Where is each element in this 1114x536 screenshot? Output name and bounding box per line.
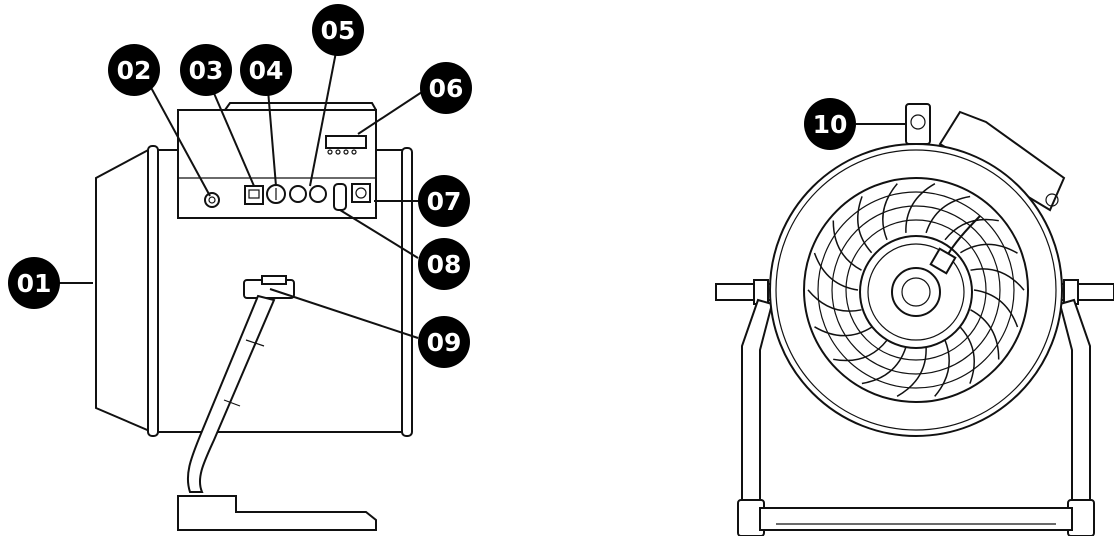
grill-ring-wire bbox=[845, 219, 987, 361]
leader-05 bbox=[309, 51, 337, 187]
bracket-hole bbox=[910, 114, 926, 130]
stand-base bbox=[177, 495, 377, 531]
leader-02 bbox=[147, 81, 211, 197]
grill-blade bbox=[925, 195, 971, 234]
front-control-box bbox=[938, 110, 1066, 212]
grill-blade bbox=[814, 326, 872, 337]
connector-07 bbox=[351, 183, 371, 203]
callout-01-label: 01 bbox=[17, 269, 52, 298]
callout-03: 03 bbox=[180, 44, 232, 96]
yoke-leg-left bbox=[741, 298, 774, 501]
leader-03 bbox=[209, 83, 255, 187]
callout-02: 02 bbox=[108, 44, 160, 96]
callout-09: 09 bbox=[418, 316, 470, 368]
arm-joints bbox=[223, 339, 265, 407]
callout-08-label: 08 bbox=[427, 250, 462, 279]
fan-rear-rim bbox=[401, 147, 413, 437]
display-panel bbox=[325, 135, 367, 149]
callout-06-label: 06 bbox=[429, 74, 464, 103]
grill-blade bbox=[970, 268, 1025, 291]
grill-blade bbox=[934, 339, 950, 397]
callout-10: 10 bbox=[804, 98, 856, 150]
fan-front-rim bbox=[147, 145, 159, 437]
grill-blade bbox=[960, 243, 1018, 254]
outer-ring-inner bbox=[775, 149, 1057, 431]
callout-03-label: 03 bbox=[189, 56, 224, 85]
fan-side-view bbox=[95, 102, 413, 531]
grill-blade bbox=[813, 252, 859, 291]
leader-08 bbox=[339, 209, 419, 259]
fan-grill bbox=[807, 183, 1025, 397]
grill-ring-wire bbox=[831, 205, 1001, 375]
callout-05-label: 05 bbox=[321, 16, 356, 45]
control-buttons bbox=[327, 149, 357, 155]
yoke-right-mount bbox=[1057, 279, 1114, 305]
yoke-clamp-top bbox=[261, 275, 287, 285]
callout-08: 08 bbox=[418, 238, 470, 290]
grill-blade bbox=[882, 183, 898, 241]
hanging-bracket bbox=[905, 103, 931, 145]
connector-03 bbox=[244, 185, 264, 205]
yoke-leg-right bbox=[1058, 298, 1091, 501]
grill-blade bbox=[973, 289, 1019, 328]
callout-09-label: 09 bbox=[427, 328, 462, 357]
grill-blade bbox=[832, 220, 862, 271]
base-bar bbox=[759, 507, 1073, 531]
leader-lines bbox=[58, 51, 906, 339]
grill-blade bbox=[833, 339, 888, 362]
connector-05 bbox=[289, 185, 327, 203]
motor-hub bbox=[891, 267, 941, 317]
callout-04-label: 04 bbox=[249, 56, 284, 85]
callout-10-label: 10 bbox=[813, 110, 848, 139]
callout-07: 07 bbox=[418, 175, 470, 227]
callout-04: 04 bbox=[240, 44, 292, 96]
leader-06 bbox=[357, 87, 429, 135]
connector-08 bbox=[333, 183, 347, 211]
fan-front-housing bbox=[95, 146, 153, 434]
grill-blade bbox=[944, 218, 999, 241]
motor-hub-inner bbox=[901, 277, 931, 307]
grill-blade bbox=[861, 346, 907, 385]
cable-clamp bbox=[929, 247, 957, 275]
grill-blade bbox=[970, 309, 1000, 360]
connector-04 bbox=[266, 184, 286, 204]
callout-06: 06 bbox=[420, 62, 472, 114]
callout-01: 01 bbox=[8, 257, 60, 309]
yoke-left-mount bbox=[715, 279, 777, 305]
stand-arm bbox=[186, 294, 276, 493]
front-control-knob bbox=[1045, 193, 1059, 207]
grill-blade bbox=[959, 326, 975, 384]
grill-ring-wire bbox=[817, 191, 1015, 389]
leader-09 bbox=[269, 288, 419, 339]
grill-blade bbox=[807, 289, 862, 312]
callout-07-label: 07 bbox=[427, 187, 462, 216]
connector-02 bbox=[204, 192, 220, 208]
callout-02-label: 02 bbox=[117, 56, 152, 85]
callout-05: 05 bbox=[312, 4, 364, 56]
motor-ring bbox=[867, 243, 965, 341]
grill-blade bbox=[896, 347, 927, 397]
grill-blade bbox=[857, 196, 873, 254]
grill-blade bbox=[905, 183, 936, 233]
leader-04 bbox=[267, 89, 277, 187]
fan-front-view bbox=[715, 103, 1114, 536]
control-box-top-edge bbox=[224, 102, 377, 111]
